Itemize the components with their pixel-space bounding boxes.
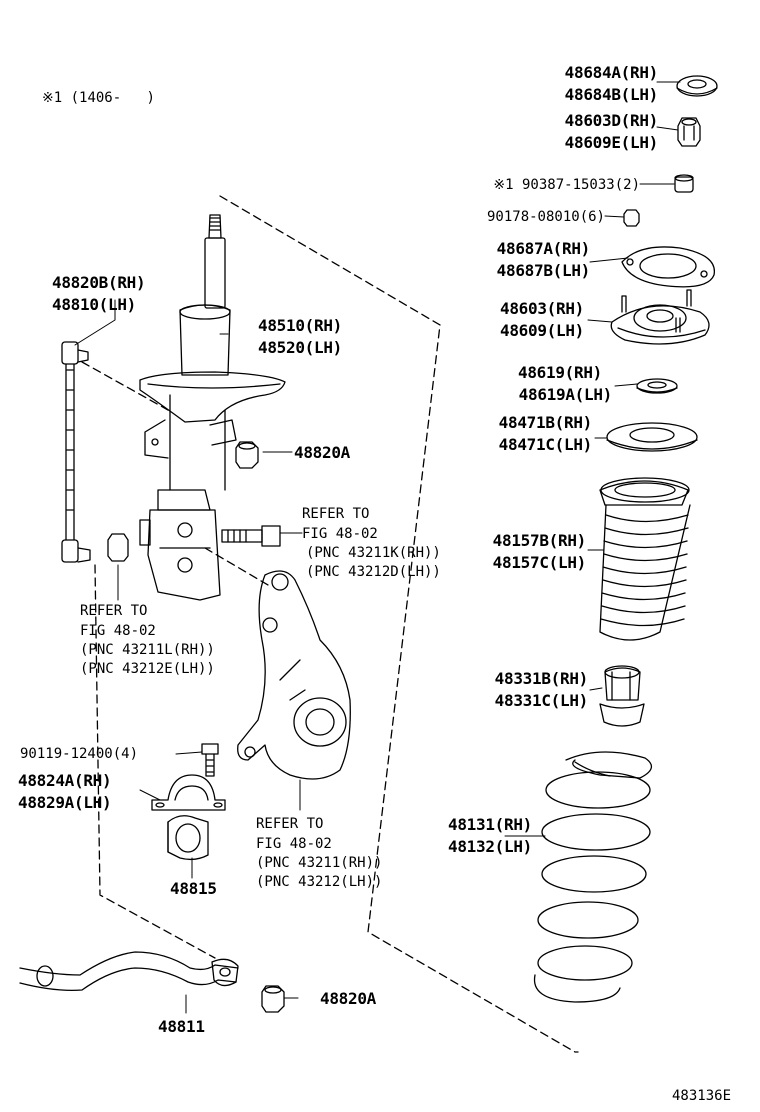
label-90387: ※1 90387-15033(2) — [493, 177, 640, 193]
bushing-48815 — [167, 815, 209, 861]
bolt-90119 — [201, 743, 219, 777]
nut-48820a-bottom — [261, 985, 285, 1013]
bearing-48619 — [636, 378, 678, 394]
stabilizer-link-dashed — [81, 361, 169, 411]
label-48824a: 48824A(RH) — [18, 771, 112, 790]
strut-48510 — [139, 214, 286, 601]
nut-48603d — [677, 117, 701, 147]
nut-strut-lower — [107, 533, 129, 562]
label-48609e: 48609E(LH) — [564, 133, 659, 152]
label-48820b: 48820B(RH) — [52, 273, 146, 292]
coil-spring-48131 — [533, 751, 652, 1003]
nut-48820a-top — [235, 441, 259, 469]
label-90178: 90178-08010(6) — [486, 209, 605, 225]
insulator-48687 — [621, 246, 715, 288]
label-48331b: 48331B(RH) — [494, 669, 589, 688]
refer-nut-line4: (PNC 43212E(LH)) — [80, 661, 215, 677]
figure-id: 483136E — [672, 1088, 732, 1104]
label-48687b: 48687B(LH) — [496, 261, 591, 280]
spring-seat-48471 — [606, 422, 698, 452]
label-48619: 48619(RH) — [518, 363, 602, 382]
assembly-boundary-dashed — [219, 195, 579, 1053]
strut-knuckle-dashed — [204, 547, 269, 586]
label-48619a: 48619A(LH) — [518, 385, 613, 404]
label-48687a: 48687A(RH) — [496, 239, 591, 258]
refer-bolt-line2: FIG 48-02 — [302, 526, 378, 542]
refer-knuckle-line2: FIG 48-02 — [256, 836, 332, 852]
label-48603: 48603(RH) — [500, 299, 584, 318]
boot-48157 — [599, 477, 691, 641]
label-48815: 48815 — [170, 879, 217, 898]
stabilizer-bar-dashed — [94, 564, 216, 959]
refer-knuckle-line3: (PNC 43211(RH)) — [256, 855, 383, 871]
label-48131: 48131(RH) — [448, 815, 532, 834]
stabilizer-bar-48811 — [19, 951, 239, 991]
note-applicability: ※1 (1406- ) — [42, 90, 155, 106]
bushing-90387 — [674, 174, 694, 193]
refer-bolt-line4: (PNC 43212D(LH)) — [306, 564, 441, 580]
label-48684a: 48684A(RH) — [564, 63, 659, 82]
label-48684b: 48684B(LH) — [564, 85, 659, 104]
label-90119: 90119-12400(4) — [20, 746, 139, 762]
refer-bolt-line3: (PNC 43211K(RH)) — [306, 545, 441, 561]
label-48609: 48609(LH) — [500, 321, 584, 340]
leader-lines — [74, 81, 681, 1014]
label-48471c: 48471C(LH) — [498, 435, 593, 454]
label-48520: 48520(LH) — [258, 338, 342, 357]
refer-nut-line2: FIG 48-02 — [80, 623, 156, 639]
bolt-strut-knuckle — [221, 525, 281, 547]
bracket-48824 — [151, 774, 226, 811]
refer-nut-line1: REFER TO — [80, 603, 148, 619]
label-48820a-top: 48820A — [294, 443, 350, 462]
refer-bolt-line1: REFER TO — [302, 506, 370, 522]
stabilizer-link-48820b — [61, 341, 91, 563]
label-48810: 48810(LH) — [52, 295, 136, 314]
label-48811: 48811 — [158, 1017, 205, 1036]
label-48157b: 48157B(RH) — [492, 531, 587, 550]
nut-90178 — [623, 209, 640, 227]
label-48510: 48510(RH) — [258, 316, 342, 335]
label-48132: 48132(LH) — [448, 837, 532, 856]
label-48820a-bottom: 48820A — [320, 989, 376, 1008]
label-48471b: 48471B(RH) — [498, 413, 593, 432]
label-48829a: 48829A(LH) — [18, 793, 112, 812]
refer-knuckle-line1: REFER TO — [256, 816, 324, 832]
steering-knuckle — [237, 570, 351, 780]
label-48331c: 48331C(LH) — [494, 691, 589, 710]
dust-cover-48684 — [676, 75, 718, 97]
refer-nut-line3: (PNC 43211L(RH)) — [80, 642, 215, 658]
label-48603d: 48603D(RH) — [564, 111, 659, 130]
label-48157c: 48157C(LH) — [492, 553, 587, 572]
refer-knuckle-line4: (PNC 43212(LH)) — [256, 874, 383, 890]
support-48603 — [610, 289, 710, 345]
bumper-48331 — [599, 665, 645, 727]
